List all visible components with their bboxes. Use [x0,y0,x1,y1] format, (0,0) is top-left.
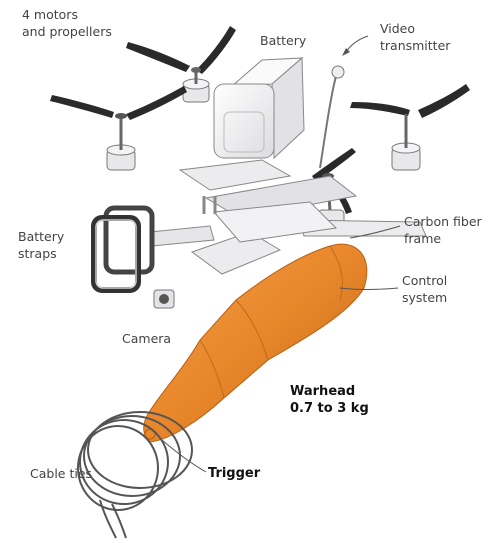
video-transmitter-shape [319,65,345,169]
label-control-line2: system [402,290,448,305]
label-video-line1: Video [380,21,416,36]
label-straps-line2: straps [18,246,57,261]
label-warhead: Warhead 0.7 to 3 kg [290,383,369,417]
label-control-system: Control system [402,272,447,306]
label-motors: 4 motors and propellers [22,6,112,40]
label-warhead-line2: 0.7 to 3 kg [290,401,369,416]
label-carbon-frame: Carbon fiber frame [404,213,482,247]
label-battery: Battery [260,33,307,48]
label-motors-line2: and propellers [22,24,112,39]
camera-shape [153,289,175,309]
label-camera: Camera [122,331,172,346]
label-trigger: Trigger [208,466,261,481]
video-arrow-icon [342,48,350,56]
propeller-top-left [126,26,236,103]
label-straps-line1: Battery [18,229,65,244]
label-carbon-line1: Carbon fiber [404,214,482,229]
carbon-frame-shape [149,159,427,275]
label-carbon-line2: frame [404,231,442,246]
label-battery-straps: Battery straps [18,228,64,262]
battery-shape [213,56,305,160]
label-warhead-line1: Warhead [290,384,356,399]
label-motors-line1: 4 motors [22,7,78,22]
battery-straps-shape [91,205,155,293]
propeller-right [350,84,470,171]
cable-ties-shape [77,411,193,539]
label-video-line2: transmitter [380,38,451,53]
propeller-left [50,86,187,171]
label-video-transmitter: Video transmitter [380,20,450,54]
label-control-line1: Control [402,273,448,288]
label-cable-ties: Cable ties [30,466,93,481]
